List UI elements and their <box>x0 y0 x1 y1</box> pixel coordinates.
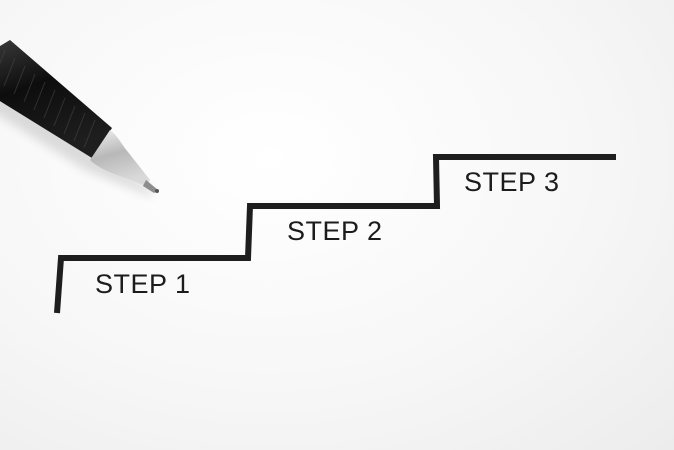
step-1-label: STEP 1 <box>95 269 191 299</box>
step-2-label: STEP 2 <box>287 216 383 246</box>
step-3-label: STEP 3 <box>464 167 560 197</box>
